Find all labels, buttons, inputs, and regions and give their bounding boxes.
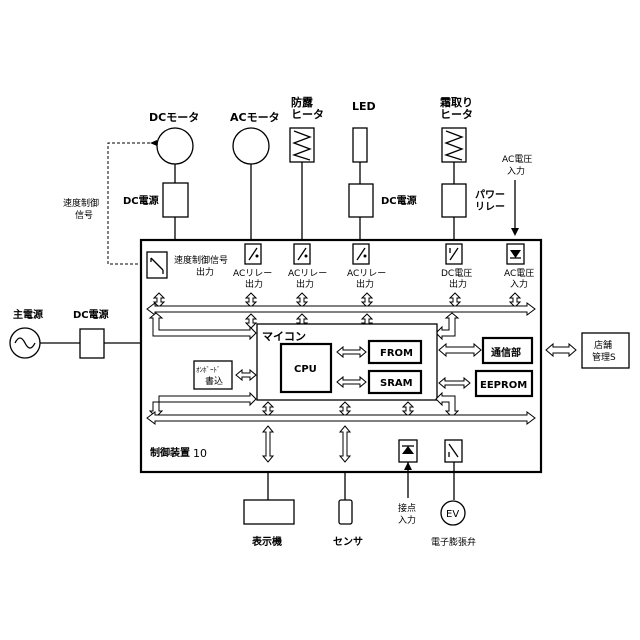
dc-power-motor-box [163,183,188,217]
switch-contact [305,255,308,258]
dc-power-left-label: DC電源 [123,194,159,207]
dc-power-main-box [80,329,104,358]
contact-input: 接点 入力 [398,440,417,526]
onboard-label-2: 書込 [205,375,223,387]
ac-relay-out-1-label-a: ACリレー [233,269,272,279]
eeprom-label: EEPROM [480,380,527,391]
defrost-heater-label-2: ヒータ [440,108,473,121]
switch-contact [256,255,259,258]
comm-unit-label: 通信部 [491,346,521,359]
ac-relay-out-3-label-b: 出力 [356,278,374,290]
dc-power-main-label: DC電源 [73,308,109,321]
ac-voltage-in-label-1: AC電圧 [504,268,534,279]
from-label: FROM [380,348,413,359]
ac-motor-label: ACモータ [230,111,280,124]
dc-power-led: DC電源 [349,162,417,240]
power-relay-label-2: リレー [475,201,505,213]
store-management: 店舗 管理S [546,333,629,368]
ac-voltage-input-top-label-2: 入力 [507,165,525,177]
ev-label: EV [446,509,459,520]
display-box [244,500,294,524]
onboard-label-1: ｵﾝﾎﾞｰﾄﾞ [196,366,221,374]
ac-relay-out-1-label-b: 出力 [245,278,263,290]
dc-power-led-label: DC電源 [381,194,417,207]
switch-contact [364,255,367,258]
contact-input-label-1: 接点 [398,502,416,514]
speed-output-switch-box [147,252,167,278]
arrow-right-icon [150,140,157,146]
dc-motor: DCモータ [149,111,199,164]
led-box [353,128,367,162]
dc-power-led-box [349,184,373,217]
dc-motor-label: DCモータ [149,111,199,124]
main-power: 主電源 DC電源 [10,308,141,358]
control-device-label: 制御装置 [150,446,190,459]
dc-power-motor: DC電源 [123,164,188,240]
power-relay: パワー リレー [442,162,505,240]
ac-voltage-in-label-2: 入力 [510,278,528,290]
ac-voltage-input-top-label-1: AC電圧 [502,154,532,165]
dc-voltage-out-label-1: DC電圧 [441,268,472,279]
ac-relay-out-2-label-b: 出力 [296,278,314,290]
speed-control-output-label-2: 出力 [196,266,214,278]
ac-voltage-input-top: AC電圧 入力 [502,154,532,236]
antidew-heater-label-1: 防露 [291,95,314,109]
display-label: 表示機 [251,535,282,548]
arrow-down-icon [511,228,519,236]
speed-signal-label-1: 速度制御 [63,197,99,209]
speed-control-output-label-1: 速度制御信号 [174,254,228,266]
power-relay-label-1: パワー [475,189,505,201]
store-mgmt-label-1: 店舗 [594,339,612,351]
control-device-number: 10 [193,447,207,460]
power-relay-box [442,184,466,217]
main-power-label: 主電源 [13,308,43,321]
ac-relay-out-2-label-a: ACリレー [288,269,327,279]
sensor-label: センサ [333,536,363,548]
speed-signal-label-2: 信号 [75,209,93,221]
dc-voltage-out-label-2: 出力 [449,278,467,290]
led: LED [352,100,376,162]
store-mgmt-label-2: 管理S [592,351,616,363]
ac-motor: ACモータ [230,111,280,164]
dc-motor-circle [157,128,193,164]
led-label: LED [352,100,376,113]
contact-input-label-2: 入力 [398,514,416,526]
sensor-box [339,500,352,524]
antidew-heater-label-2: ヒータ [291,108,324,121]
comm-store-arrow [546,344,576,356]
cpu-label: CPU [294,364,317,375]
antidew-heater: 防露 ヒータ [290,95,324,162]
ac-relay-out-3-label-a: ACリレー [347,269,386,279]
ac-motor-circle [233,128,269,164]
ev-valve-label: 電子膨張弁 [431,536,476,548]
microcomputer-label: マイコン [262,330,306,343]
defrost-heater: 霜取り ヒータ [439,96,473,162]
sram-label: SRAM [380,378,413,389]
